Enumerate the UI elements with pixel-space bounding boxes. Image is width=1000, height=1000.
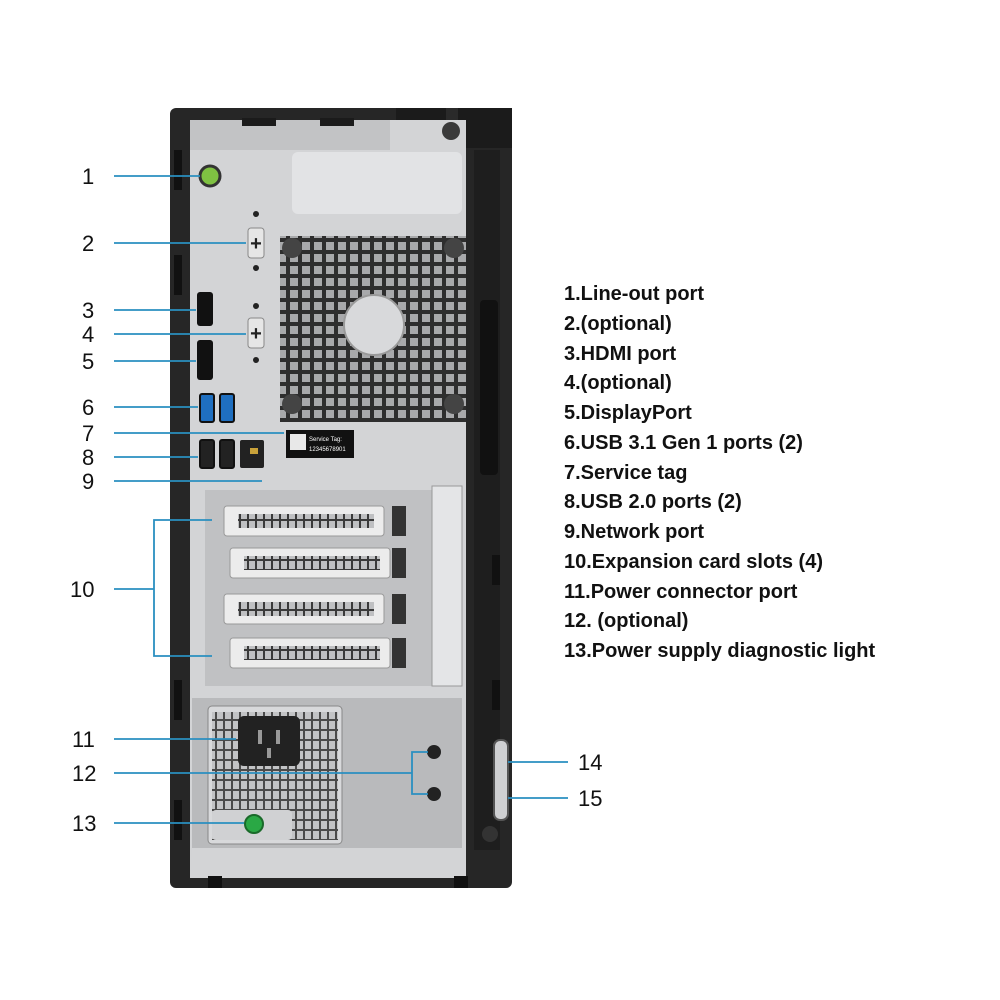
legend-item: 7.Service tag: [564, 461, 688, 484]
legend-item: 10.Expansion card slots (4): [564, 550, 823, 573]
usb-3-port-b[interactable]: [219, 393, 235, 423]
callout-12: 12: [72, 761, 96, 786]
legend-item: 8.USB 2.0 ports (2): [564, 491, 742, 514]
legend-item: 2.(optional): [564, 312, 672, 335]
displayport[interactable]: [197, 340, 213, 380]
service-tag-label: Service Tag: 12345678901: [286, 430, 354, 458]
legend-item: 1.Line-out port: [564, 283, 704, 305]
callout-15: 15: [578, 786, 602, 811]
padlock-ring[interactable]: [493, 739, 509, 821]
optional-port-2: +: [247, 211, 265, 271]
callout-4: 4: [82, 322, 94, 347]
usb-2-port-a[interactable]: [199, 439, 215, 469]
port-legend: 1.Line-out port 2.(optional) 3.HDMI port…: [564, 280, 875, 667]
service-tag-title: Service Tag:: [309, 437, 342, 443]
callout-numbers: 1 2 3 4 5 6 7 8 9 10 11 12 13 14 15: [70, 164, 602, 836]
legend-item: 13.Power supply diagnostic light: [564, 640, 876, 662]
power-supply-diagnostic-light: [244, 814, 264, 834]
callout-14: 14: [578, 750, 602, 775]
svg-text:+: +: [250, 233, 262, 255]
power-connector-port[interactable]: [238, 716, 300, 766]
callout-2: 2: [82, 231, 94, 256]
callout-lines: [114, 175, 568, 824]
callout-11: 11: [72, 727, 95, 752]
callout-5: 5: [82, 349, 94, 374]
callout-7: 7: [82, 421, 94, 446]
service-tag-number: 12345678901: [309, 447, 346, 453]
expansion-card-slots: [205, 485, 463, 687]
usb-2-port-b[interactable]: [219, 439, 235, 469]
callout-1: 1: [82, 164, 94, 189]
legend-item: 12. (optional): [564, 610, 689, 633]
callout-13: 13: [72, 811, 96, 836]
legend-item: 11.Power connector port: [564, 580, 798, 603]
line-out-port[interactable]: [198, 164, 222, 188]
callout-8: 8: [82, 445, 94, 470]
callout-10: 10: [70, 577, 94, 602]
optional-lock-hole-upper: [427, 745, 441, 759]
legend-item: 5.DisplayPort: [564, 402, 692, 424]
optional-port-4: +: [247, 303, 265, 363]
svg-text:+: +: [250, 323, 262, 345]
legend-item: 3.HDMI port: [564, 342, 677, 365]
callout-3: 3: [82, 298, 94, 323]
callout-6: 6: [82, 395, 94, 420]
legend-item: 9.Network port: [564, 521, 705, 543]
optional-lock-hole-lower: [427, 787, 441, 801]
hdmi-port[interactable]: [197, 292, 213, 326]
usb-3-port-a[interactable]: [199, 393, 215, 423]
case-fan: [280, 152, 466, 422]
callout-9: 9: [82, 469, 94, 494]
legend-item: 4.(optional): [564, 372, 672, 395]
legend-item: 6.USB 3.1 Gen 1 ports (2): [564, 431, 803, 454]
